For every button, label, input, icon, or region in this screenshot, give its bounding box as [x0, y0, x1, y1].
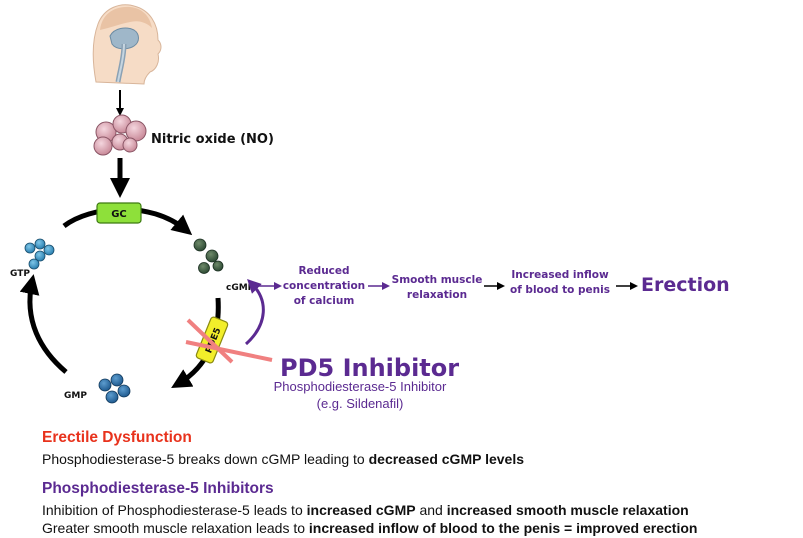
erection-label: Erection	[641, 274, 730, 296]
step-calcium-line2: concentration	[283, 280, 365, 292]
inhibitor-example: (e.g. Sildenafil)	[317, 396, 404, 411]
gmp-label: GMP	[64, 391, 87, 401]
ed-heading: Erectile Dysfunction	[42, 429, 192, 446]
inhibitors-line-2: Greater smooth muscle relaxation leads t…	[42, 519, 802, 537]
step-calcium-line1: Reduced	[298, 265, 349, 277]
inhibitor-subtitle: Phosphodiesterase-5 Inhibitor	[274, 379, 447, 394]
nitric-oxide-label: Nitric oxide (NO)	[151, 132, 274, 147]
gtp-label: GTP	[10, 269, 30, 279]
inh1-a: Inhibition of Phosphodiesterase-5 leads …	[42, 502, 307, 518]
gmp-molecules	[98, 373, 131, 404]
head-illustration	[92, 4, 162, 85]
inh1-b: increased cGMP	[306, 502, 416, 518]
step-inflow-line1: Increased inflow	[511, 269, 609, 281]
step-relaxation-line2: relaxation	[407, 289, 467, 301]
gc-enzyme: GC	[96, 202, 142, 224]
inh2-a: Greater smooth muscle relaxation leads t…	[42, 520, 309, 536]
nitric-oxide-molecules	[93, 114, 147, 156]
step-relaxation-line1: Smooth muscle	[392, 274, 483, 286]
inh1-c: and	[415, 502, 447, 518]
cross-line-2	[185, 340, 273, 362]
ed-text-bold: decreased cGMP levels	[368, 451, 525, 467]
step-relaxation: Smooth muscle relaxation	[392, 274, 483, 301]
inhibitor-arrow	[244, 279, 265, 346]
step-inflow: Increased inflow of blood to penis	[510, 269, 610, 296]
inhibitors-heading: Phosphodiesterase-5 Inhibitors	[42, 480, 274, 497]
ed-text-plain: Phosphodiesterase-5 breaks down cGMP lea…	[42, 451, 369, 467]
inhibitor-title: PD5 Inhibitor	[280, 354, 459, 382]
ed-text: Phosphodiesterase-5 breaks down cGMP lea…	[42, 450, 802, 468]
gtp-molecules	[24, 238, 55, 270]
explanation-panel: Erectile Dysfunction Phosphodiesterase-5…	[42, 429, 802, 537]
arc-gmp-to-gtp	[19, 274, 68, 374]
inhibitors-line-1: Inhibition of Phosphodiesterase-5 leads …	[42, 501, 802, 519]
cgmp-label: cGMP	[226, 283, 255, 293]
gc-label: GC	[111, 209, 127, 220]
step-calcium-line3: of calcium	[294, 295, 355, 307]
step-calcium: Reduced concentration of calcium	[283, 265, 365, 307]
inh2-b: increased inflow of blood to the penis =…	[308, 520, 698, 536]
cgmp-molecules	[193, 238, 224, 274]
step-inflow-line2: of blood to penis	[510, 284, 610, 296]
inh1-d: increased smooth muscle relaxation	[446, 502, 689, 518]
cross-line-1	[186, 318, 234, 364]
